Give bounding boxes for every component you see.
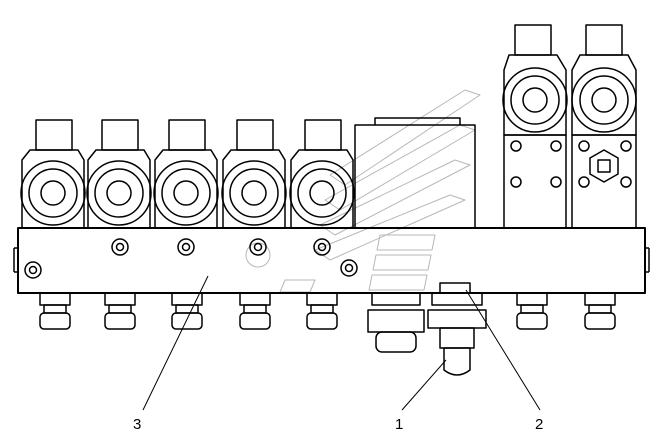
solenoid-valve-left-5	[289, 119, 355, 229]
callout-label-3: 3	[133, 416, 142, 433]
solenoid-valve-left-4	[221, 119, 287, 229]
callout-label-2: 2	[535, 416, 544, 433]
manifold-body	[17, 227, 646, 294]
port-fitting-large-right	[427, 282, 487, 376]
bottom-fittings	[39, 292, 616, 330]
callout-label-1: 1	[395, 416, 404, 433]
manifold-bolts	[24, 238, 358, 279]
leader-lines	[142, 275, 541, 411]
solenoid-valve-right-2	[571, 24, 637, 229]
port-fitting-large-left	[367, 292, 425, 353]
middle-block	[354, 124, 476, 229]
hex-plug-icon	[589, 149, 619, 183]
watermark-logo	[245, 89, 481, 293]
solenoid-valve-left-2	[86, 119, 152, 229]
solenoid-valve-left-3	[153, 119, 219, 229]
solenoid-valve-left-1	[20, 119, 86, 229]
solenoid-valve-right-1	[502, 24, 568, 229]
